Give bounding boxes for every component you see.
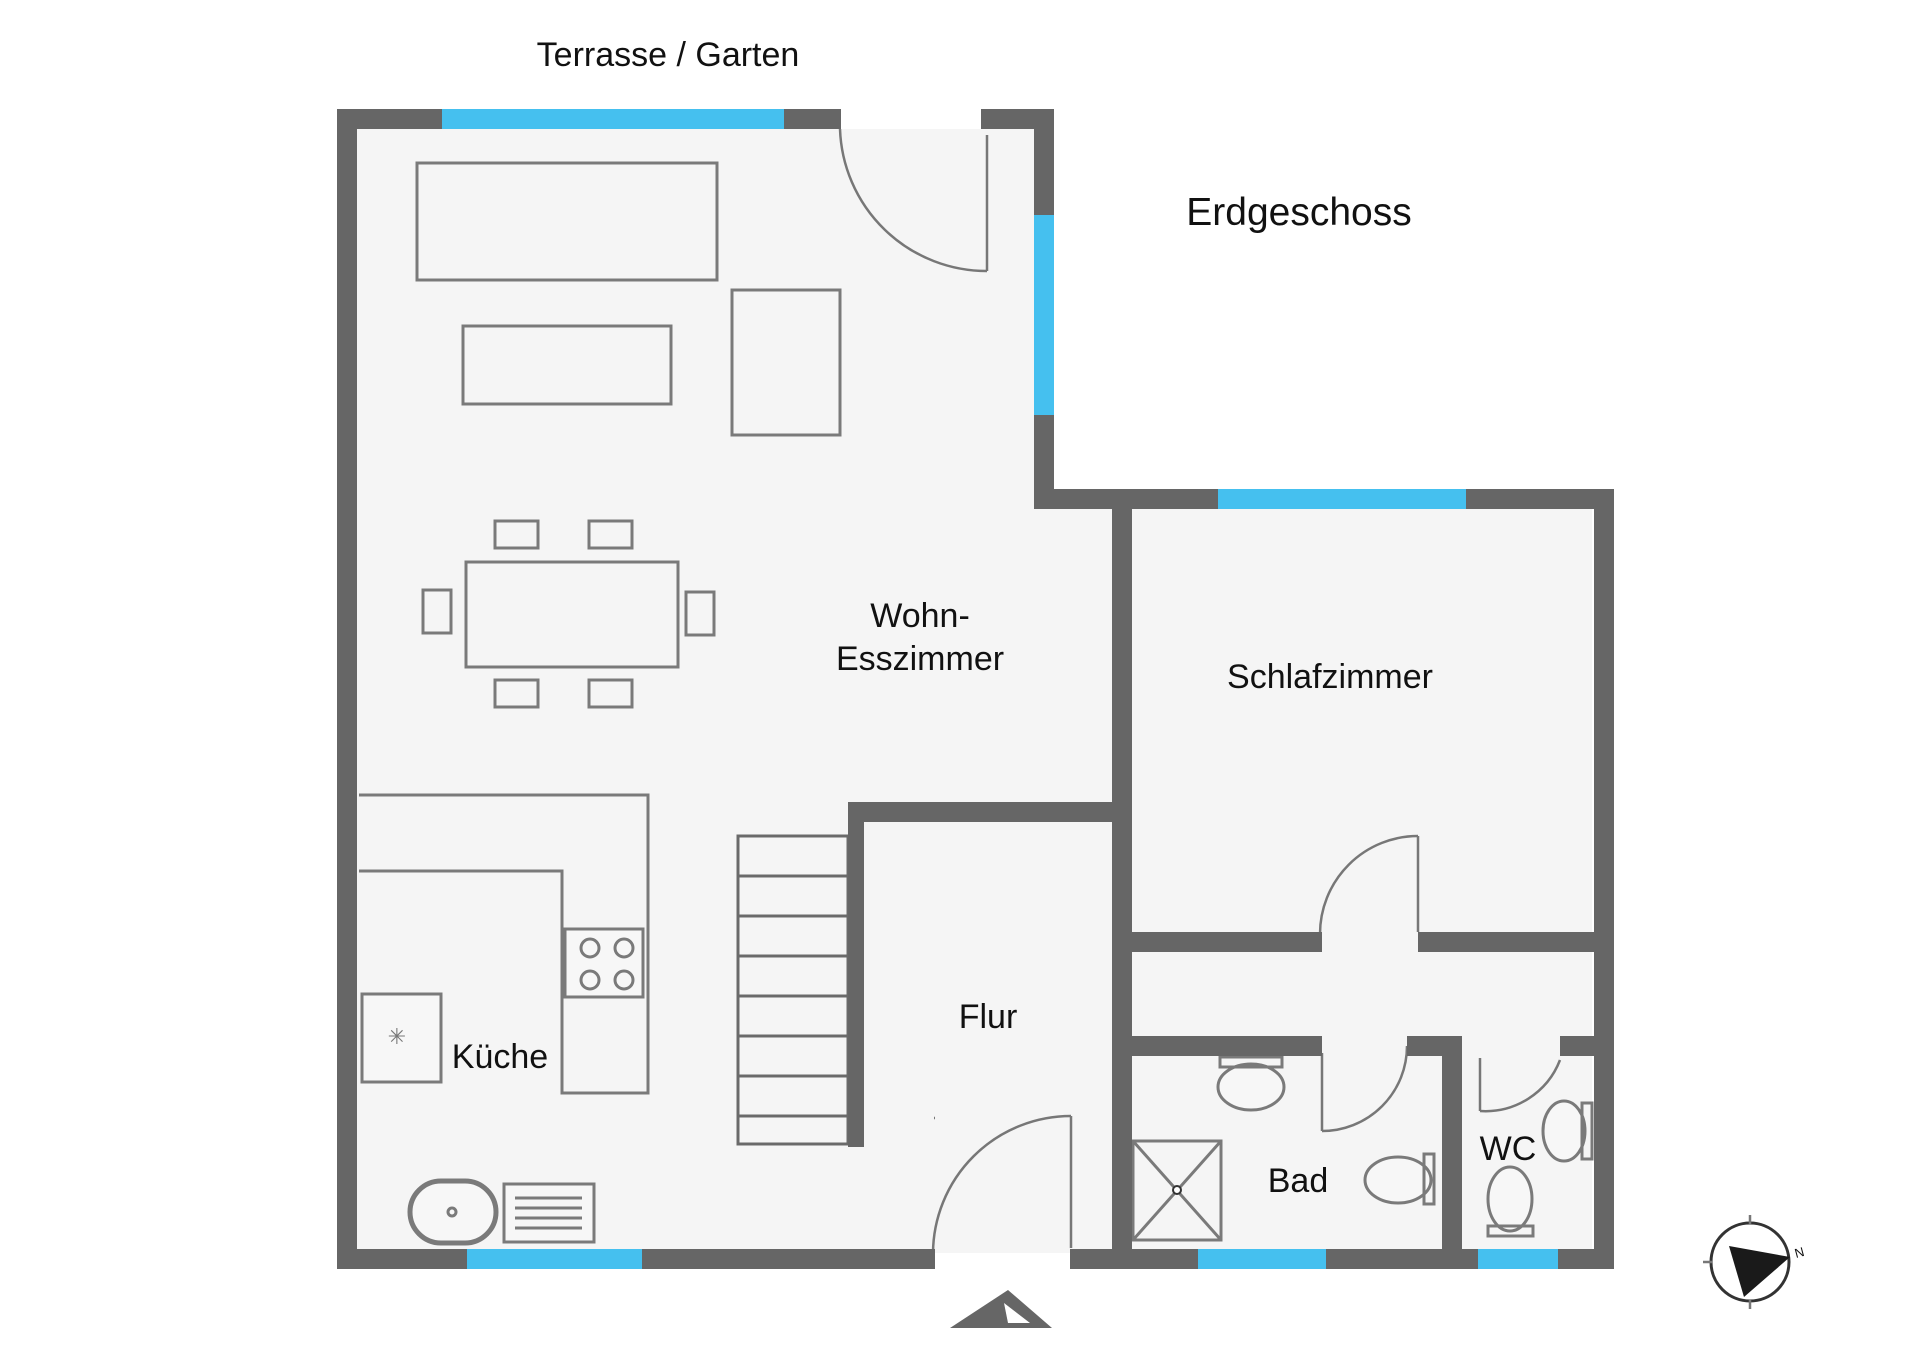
room-label-living-1: Wohn- — [870, 597, 970, 635]
chair — [587, 678, 634, 709]
room-label-hallway: Flur — [959, 998, 1018, 1036]
burner — [613, 969, 635, 991]
burner — [613, 937, 635, 959]
fridge-symbol: ✳ — [388, 1025, 406, 1050]
floor-areas — [357, 129, 1592, 1253]
burner — [579, 937, 601, 959]
washbasin — [1216, 1062, 1286, 1112]
sofa-group — [415, 161, 842, 437]
bathroom-door — [1321, 1045, 1409, 1133]
floor-title: Erdgeschoss — [1186, 191, 1411, 234]
labels: Terrasse / Garten Erdgeschoss Wohn- Essz… — [452, 36, 1537, 1200]
sink — [407, 1178, 499, 1246]
bedroom-door — [1318, 834, 1419, 935]
sofa — [415, 161, 719, 282]
room-label-bathroom: Bad — [1268, 1162, 1329, 1200]
compass: N — [1703, 1215, 1806, 1309]
wc-door — [1479, 1059, 1562, 1113]
windows — [442, 109, 1558, 1269]
wc-basin — [1541, 1099, 1587, 1163]
entrance-marker — [950, 1290, 1052, 1328]
chair — [421, 588, 453, 635]
chair — [493, 519, 540, 550]
chair — [587, 519, 634, 550]
shower-drain — [1172, 1185, 1182, 1195]
shower — [1131, 1139, 1223, 1242]
wc-toilet — [1486, 1165, 1534, 1233]
room-label-wc: WC — [1480, 1130, 1537, 1168]
room-label-living-2: Esszimmer — [836, 640, 1004, 678]
dining-set — [421, 519, 716, 709]
dining-table — [464, 560, 680, 669]
doors — [838, 128, 1562, 1254]
compass-needle — [1729, 1246, 1790, 1297]
chair — [493, 678, 540, 709]
burner — [579, 969, 601, 991]
fridge — [360, 992, 443, 1084]
coffee-table — [461, 324, 673, 406]
kitchen-counters: ✳ — [359, 793, 650, 1246]
outside-label: Terrasse / Garten — [537, 36, 800, 74]
room-label-bedroom: Schlafzimmer — [1227, 658, 1433, 696]
chair — [684, 590, 716, 637]
sink-drain — [446, 1206, 458, 1218]
terrace-door — [838, 128, 988, 273]
bad-toilet — [1363, 1155, 1433, 1205]
sink-counter — [502, 1182, 596, 1244]
room-label-kitchen: Küche — [452, 1038, 548, 1076]
armchair — [730, 288, 842, 437]
compass-north-label: N — [1793, 1244, 1806, 1261]
bathroom-fixtures — [1131, 1055, 1594, 1242]
